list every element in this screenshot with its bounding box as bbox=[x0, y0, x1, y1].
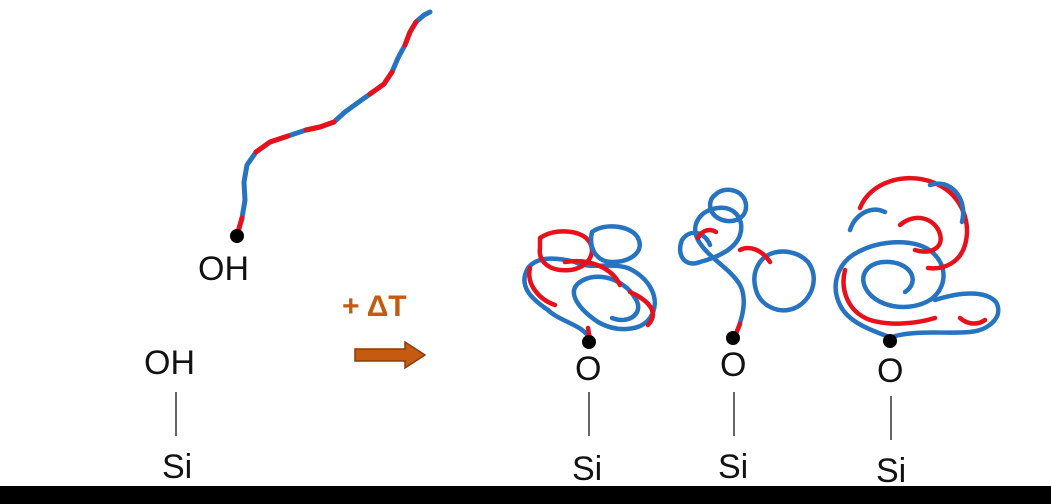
si-label-1: Si bbox=[572, 450, 603, 488]
si-left-label: Si bbox=[162, 448, 193, 486]
grafted-coil-2 bbox=[677, 187, 816, 339]
chain-end-dot bbox=[230, 229, 244, 243]
free-chain-oh-label: OH bbox=[198, 250, 249, 288]
oxygen-label-1: O bbox=[575, 350, 602, 388]
graft-dot-2 bbox=[726, 331, 740, 345]
si-label-2: Si bbox=[718, 448, 749, 486]
heat-label: + ΔT bbox=[342, 290, 407, 323]
surface-oh-label: OH bbox=[144, 344, 195, 382]
si-label-3: Si bbox=[876, 452, 907, 490]
grafted-coil-3 bbox=[833, 176, 1001, 341]
oxygen-label-2: O bbox=[720, 346, 747, 384]
bottom-bar bbox=[0, 486, 1051, 504]
right-arrow-icon bbox=[354, 340, 427, 370]
grafted-coil-1 bbox=[522, 224, 657, 343]
graft-dot-3 bbox=[883, 334, 897, 348]
free-polymer-chain bbox=[235, 9, 433, 235]
oxygen-label-3: O bbox=[877, 352, 904, 390]
graft-dot-1 bbox=[582, 335, 596, 349]
